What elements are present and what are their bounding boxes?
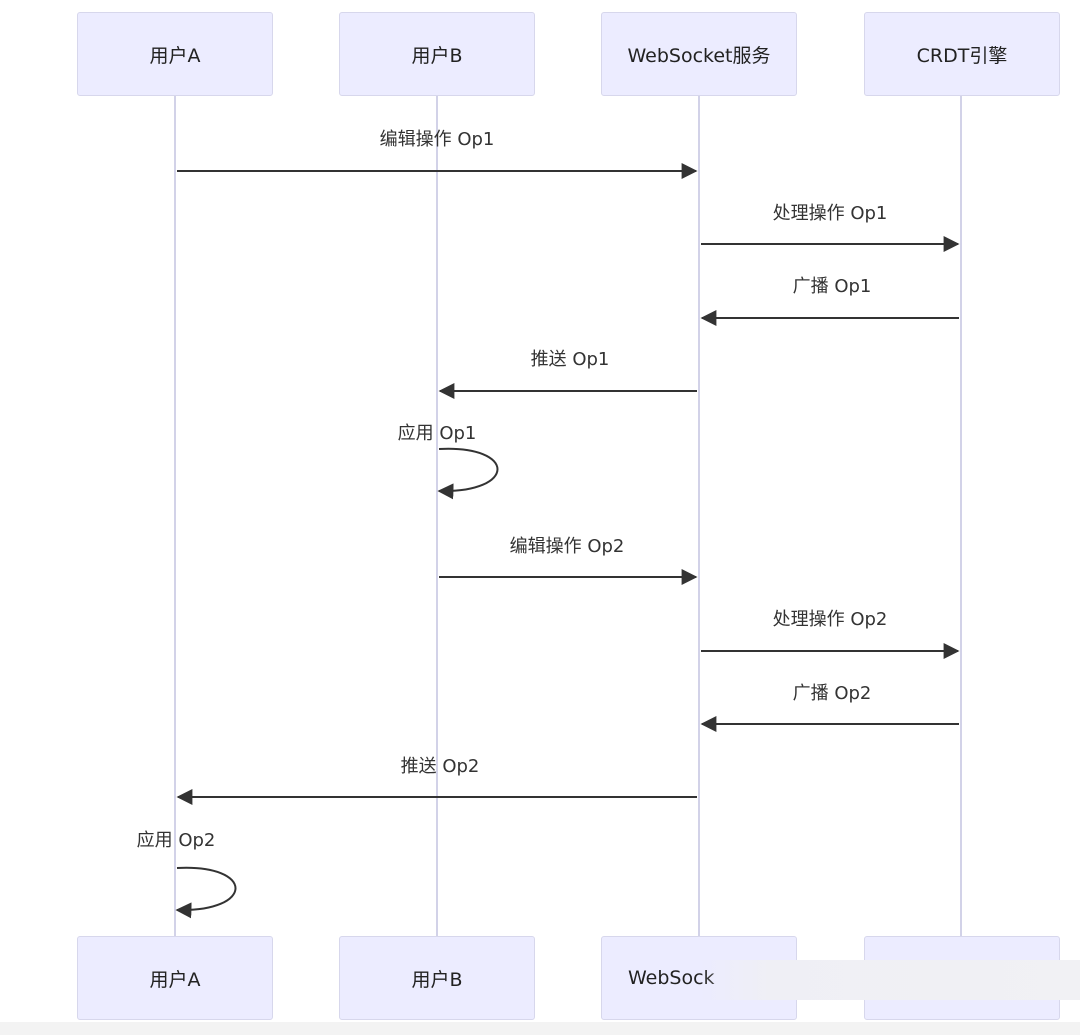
self-message-arrow: [437, 447, 499, 500]
actor-label: 用户B: [411, 968, 463, 991]
actor-bottom-websocket: WebSock: [601, 936, 797, 1020]
message-label: 推送 Op1: [530, 349, 610, 370]
self-message-arrow: [175, 866, 237, 919]
message-label: 应用 Op2: [136, 830, 216, 851]
message-label: 处理操作 Op2: [772, 609, 888, 630]
actor-top-user-a: 用户A: [77, 12, 273, 96]
message-label: 编辑操作 Op1: [379, 129, 495, 150]
actor-bottom-user-a: 用户A: [77, 936, 273, 1020]
actor-label: 用户B: [411, 44, 463, 67]
message-label: 广播 Op2: [792, 683, 872, 704]
actor-label: WebSocket服务: [627, 44, 771, 67]
actor-label: 用户A: [149, 44, 201, 67]
actor-top-websocket: WebSocket服务: [601, 12, 797, 96]
bottom-band: [0, 1022, 1080, 1035]
fade-overlay: [700, 960, 1080, 1000]
message-label: 推送 Op2: [400, 756, 480, 777]
message-label: 广播 Op1: [792, 276, 872, 297]
actor-top-user-b: 用户B: [339, 12, 535, 96]
message-label: 应用 Op1: [397, 423, 477, 444]
message-label: 编辑操作 Op2: [509, 536, 625, 557]
actor-label: CRDT引擎: [916, 44, 1008, 67]
actor-bottom-user-b: 用户B: [339, 936, 535, 1020]
actor-label: WebSock: [628, 967, 715, 989]
actor-top-crdt: CRDT引擎: [864, 12, 1060, 96]
actor-label: 用户A: [149, 968, 201, 991]
message-label: 处理操作 Op1: [772, 203, 888, 224]
